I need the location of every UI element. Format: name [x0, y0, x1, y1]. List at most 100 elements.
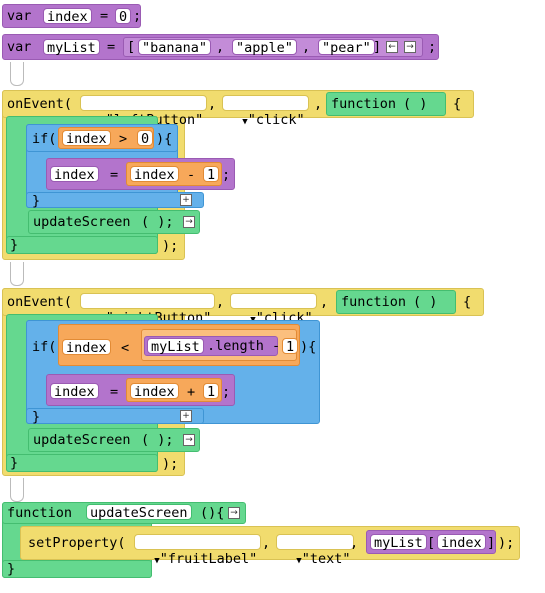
condition-expression[interactable]: index > 0	[58, 127, 154, 149]
if-keyword: if(	[32, 131, 57, 147]
list-var[interactable]: myList	[147, 338, 204, 355]
condition-var[interactable]: index	[62, 339, 111, 356]
onevent-end: );	[162, 456, 179, 472]
onevent-keyword: onEvent(	[7, 96, 73, 112]
comma: ,	[320, 294, 329, 310]
property-dropdown[interactable]: ▼"text"	[276, 534, 355, 567]
condition-value[interactable]: 0	[137, 130, 154, 147]
index-var[interactable]: index	[437, 534, 486, 551]
if-footer	[26, 192, 204, 208]
assign-operator: =	[107, 39, 116, 55]
function-params: ( )	[413, 294, 438, 310]
math-operand-value[interactable]: 1	[203, 166, 220, 183]
add-else-icon[interactable]: +	[180, 410, 192, 422]
math-operand-var[interactable]: index	[130, 383, 179, 400]
event-target-dropdown[interactable]: ▼"leftButton"	[80, 95, 208, 128]
add-arg-icon[interactable]: →	[183, 216, 195, 228]
call-updatescreen-block[interactable]: updateScreen ( ); →	[28, 428, 200, 452]
length-minus-expression[interactable]: myList .length - 1	[141, 329, 299, 361]
assign-target[interactable]: index	[50, 166, 99, 183]
var-mylist-block[interactable]: var myList = [ "banana" , "apple" , "pea…	[2, 34, 439, 60]
comma: ,	[262, 535, 271, 551]
var-keyword: var	[7, 39, 32, 55]
callback-footer	[6, 454, 158, 472]
if-close: ){	[156, 131, 173, 147]
add-arg-icon[interactable]: →	[183, 434, 195, 446]
list-index-access[interactable]: myList [ index ]	[366, 530, 496, 554]
function-end-brace: }	[10, 455, 19, 471]
onevent-keyword: onEvent(	[7, 294, 73, 310]
function-footer	[2, 560, 152, 578]
assign-operator: =	[100, 8, 109, 24]
add-item-arrow-icon[interactable]: →	[404, 41, 416, 53]
function-name[interactable]: updateScreen	[86, 504, 192, 521]
list-length-block[interactable]: myList .length	[144, 336, 278, 356]
comma: ,	[314, 96, 323, 112]
callback-function-header[interactable]: function ( )	[336, 290, 456, 314]
block-connector-notch	[10, 62, 24, 86]
block-connector-notch	[10, 478, 24, 502]
math-operator: +	[187, 384, 196, 400]
property-label: "text"	[301, 551, 351, 567]
math-operator: -	[187, 167, 196, 183]
semicolon: ;	[222, 167, 231, 183]
remove-item-arrow-icon[interactable]: ←	[386, 41, 398, 53]
if-end-brace: }	[32, 409, 41, 425]
math-operand-value[interactable]: 1	[203, 383, 220, 400]
index-open-bracket: [	[427, 535, 436, 551]
function-end-brace: }	[10, 237, 19, 253]
minus-value[interactable]: 1	[282, 338, 299, 355]
callback-function-header[interactable]: function ( )	[326, 92, 446, 116]
call-updatescreen-block[interactable]: updateScreen ( ); →	[28, 210, 200, 234]
add-param-icon[interactable]: →	[228, 507, 240, 519]
callback-footer	[6, 236, 158, 254]
condition-var[interactable]: index	[62, 130, 111, 147]
if-footer	[26, 408, 204, 424]
math-operand-var[interactable]: index	[130, 166, 179, 183]
initial-value[interactable]: 0	[115, 8, 132, 25]
array-item-apple[interactable]: "apple"	[232, 39, 297, 56]
var-index-block[interactable]: var index = 0 ;	[2, 4, 141, 28]
add-else-icon[interactable]: +	[180, 194, 192, 206]
semicolon: ;	[222, 384, 231, 400]
dropdown-icon: ▼	[242, 117, 248, 127]
if-close: ){	[300, 339, 317, 355]
assign-target[interactable]: index	[50, 383, 99, 400]
event-type-dropdown[interactable]: ▼"click"	[230, 293, 317, 326]
minus-operator: -	[272, 338, 281, 354]
variable-name-index[interactable]: index	[43, 8, 92, 25]
condition-expression[interactable]: index < myList .length - 1	[58, 324, 300, 366]
math-expression[interactable]: index + 1	[126, 378, 222, 402]
array-separator: ,	[302, 39, 311, 55]
math-expression[interactable]: index - 1	[126, 162, 222, 186]
event-type-dropdown[interactable]: ▼"click"	[222, 95, 309, 128]
element-id-dropdown[interactable]: ▼"fruitLabel"	[134, 534, 262, 567]
array-item-pear[interactable]: "pear"	[318, 39, 375, 56]
variable-name-mylist[interactable]: myList	[43, 39, 100, 56]
array-close-bracket: ]	[373, 39, 382, 55]
event-target-dropdown[interactable]: ▼"rightButton"	[80, 293, 216, 326]
index-close-bracket: ]	[487, 535, 496, 551]
setproperty-end: );	[498, 535, 515, 551]
array-separator: ,	[216, 39, 225, 55]
array-open-bracket: [	[127, 39, 136, 55]
list-var[interactable]: myList	[370, 534, 427, 551]
condition-operator: >	[119, 131, 128, 147]
condition-operator: <	[121, 340, 130, 356]
open-brace: {	[463, 294, 472, 310]
function-keyword: function	[331, 96, 397, 112]
array-literal[interactable]: [ "banana" , "apple" , "pear" ] ← →	[123, 37, 423, 57]
assign-operator: =	[110, 384, 119, 400]
block-connector-notch	[10, 262, 24, 286]
call-name: updateScreen	[33, 214, 131, 230]
semicolon: ;	[133, 8, 142, 24]
onevent-end: );	[162, 238, 179, 254]
function-params: ( )	[403, 96, 428, 112]
array-item-banana[interactable]: "banana"	[138, 39, 212, 56]
comma: ,	[216, 294, 225, 310]
event-label: "click"	[247, 112, 305, 128]
call-parens: ( );	[141, 214, 174, 230]
call-parens: ( );	[141, 432, 174, 448]
setproperty-call: setProperty(	[28, 535, 126, 551]
element-id-label: "fruitLabel"	[159, 551, 258, 567]
